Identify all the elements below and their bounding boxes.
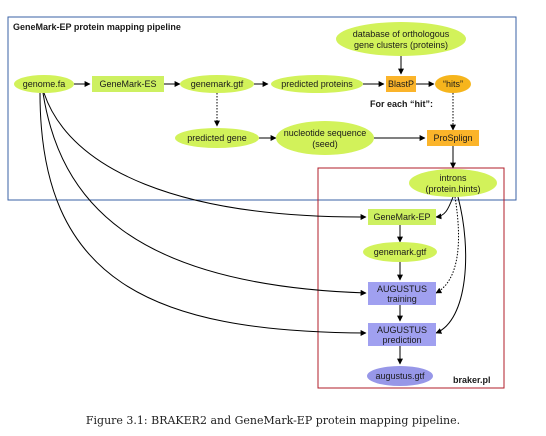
- augustus-training-label-line2: training: [387, 294, 417, 304]
- nucleotide-seed-node: [276, 121, 374, 155]
- ortholog-db-label-line2: gene clusters (proteins): [354, 40, 448, 50]
- ortholog-db-node: [336, 22, 466, 56]
- genemark-gtf-mid-label: genemark.gtf: [374, 247, 427, 257]
- introns-label-line1: introns: [439, 173, 467, 183]
- nucleotide-seed-label-line1: nucleotide sequence: [284, 128, 367, 138]
- augustus-prediction-label-line2: prediction: [382, 335, 421, 345]
- genemark-gtf-top-label: genemark.gtf: [191, 79, 244, 89]
- hits-label: “hits”: [443, 79, 463, 89]
- prosplign-node: [427, 130, 479, 146]
- edge-introns-to-genemark-ep: [435, 196, 454, 220]
- edge-genome-to-aug-prediction: [39, 92, 367, 336]
- ortholog-db-label-line1: database of orthologous: [353, 29, 450, 39]
- genome-fa-label: genome.fa: [23, 79, 66, 89]
- genemark-ep-node: [368, 209, 436, 225]
- edge-genome-to-aug-training: [42, 92, 367, 296]
- edge-introns-to-aug-prediction: [435, 196, 467, 334]
- figure-caption: Figure 3.1: BRAKER2 and GeneMark-EP prot…: [86, 414, 460, 427]
- augustus-training-node: [368, 282, 436, 305]
- genemark-gtf-top-node: [180, 75, 254, 93]
- braker-label: braker.pl: [453, 375, 491, 385]
- prosplign-label: ProSplign: [433, 133, 472, 143]
- augustus-training-label-line1: AUGUSTUS: [377, 284, 427, 294]
- genemark-gtf-mid-node: [363, 242, 437, 262]
- augustus-prediction-node: [368, 323, 436, 346]
- pipeline-title: GeneMark-EP protein mapping pipeline: [13, 22, 181, 32]
- blastp-label: BlastP: [388, 79, 414, 89]
- blastp-node: [386, 76, 416, 92]
- introns-node: [409, 169, 497, 197]
- edge-genome-to-genemark-ep: [43, 92, 367, 221]
- genemark-es-label: GeneMark-ES: [99, 79, 156, 89]
- predicted-proteins-label: predicted proteins: [281, 79, 353, 89]
- augustus-gtf-node: [367, 366, 433, 386]
- hits-node: [435, 75, 471, 93]
- edge-introns-to-aug-training: [435, 196, 459, 294]
- genemark-es-node: [92, 76, 164, 92]
- genome-fa-node: [14, 75, 74, 93]
- predicted-gene-node: [175, 128, 259, 148]
- for-each-hit-annotation: For each “hit”:: [370, 99, 433, 109]
- predicted-gene-label: predicted gene: [187, 133, 247, 143]
- genemark-ep-frame: [7, 16, 517, 201]
- genemark-ep-label: GeneMark-EP: [373, 212, 430, 222]
- augustus-prediction-label-line1: AUGUSTUS: [377, 325, 427, 335]
- predicted-proteins-node: [271, 75, 363, 93]
- augustus-gtf-label: augustus.gtf: [375, 371, 425, 381]
- braker-frame: [317, 167, 505, 389]
- introns-label-line2: (protein.hints): [425, 184, 480, 194]
- nucleotide-seed-label-line2: (seed): [312, 139, 338, 149]
